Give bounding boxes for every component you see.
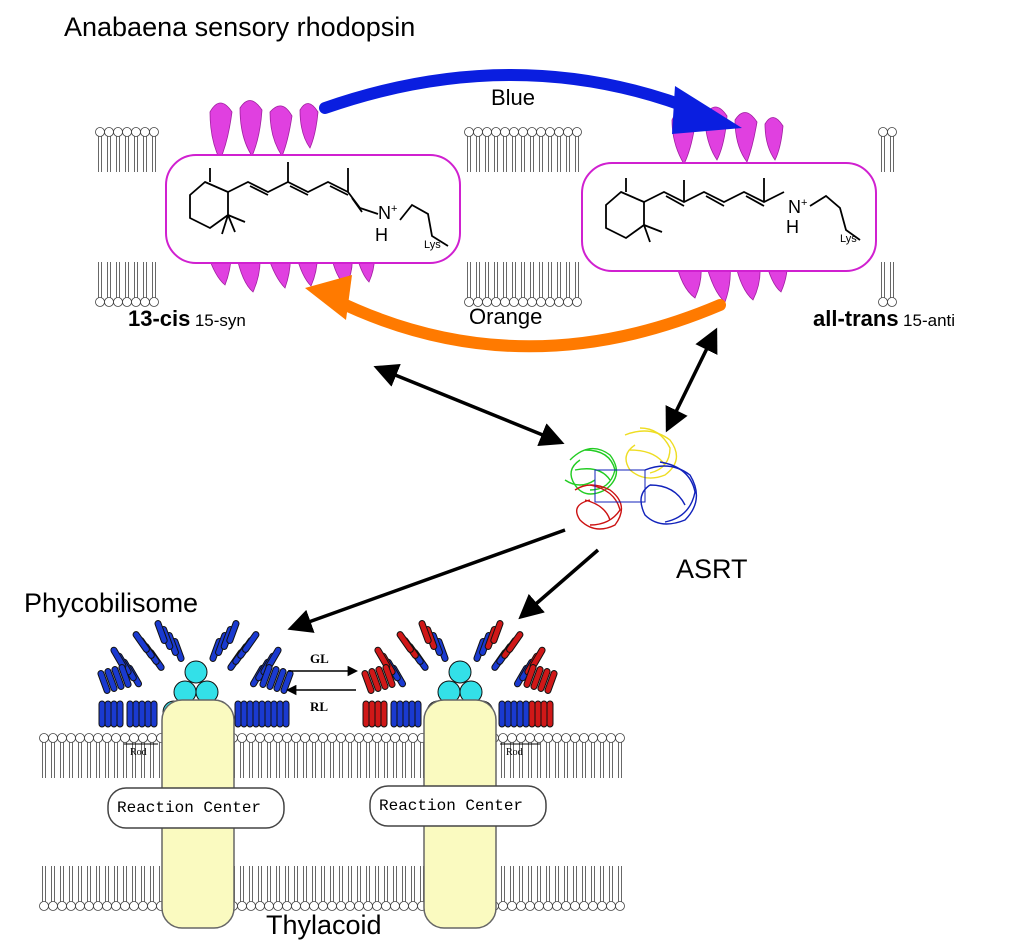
- arrow-asr-to-asrt-left: [373, 364, 565, 446]
- hydrogen-label-left: H: [375, 225, 388, 245]
- lys-label-left: Lys: [424, 239, 441, 251]
- arrow-asrt-to-phycobilisome-right: [518, 548, 600, 620]
- retinal-structure-all-trans: [605, 178, 861, 243]
- state-right-name: all-trans: [813, 306, 899, 331]
- rl-label: RL: [310, 699, 329, 714]
- state-left-detail: 15-syn: [194, 311, 246, 330]
- nitrogen-label-right: N+: [788, 197, 808, 217]
- blue-arrowhead: [672, 86, 742, 134]
- arrow-asrt-to-phycobilisome-left: [287, 528, 566, 633]
- state-label-left: 13-cis 15-syn: [128, 308, 246, 330]
- reaction-center-label-right: Reaction Center: [379, 797, 524, 815]
- state-right-detail: 15-anti: [903, 311, 956, 330]
- diagram-title: Anabaena sensory rhodopsin: [64, 12, 416, 42]
- retinal-box-13-cis: [165, 154, 461, 264]
- orange-light-label: Orange: [469, 304, 543, 329]
- reaction-center-label-box-left: [107, 787, 285, 829]
- rod-label-right: Rod: [506, 747, 523, 758]
- nitrogen-label-left: N+: [378, 203, 398, 223]
- thylakoid-label: Thylacoid: [266, 910, 382, 940]
- asrt-label: ASRT: [676, 554, 748, 584]
- orange-arrowhead: [305, 275, 352, 320]
- reaction-center-label-box-right: [369, 785, 547, 827]
- reaction-center-label-left: Reaction Center: [117, 799, 262, 817]
- orange-light-arrow: [329, 294, 726, 353]
- phycobilisome-right: [361, 620, 558, 728]
- blue-light-arrow: [319, 69, 706, 118]
- lys-label-right: Lys: [840, 233, 857, 245]
- state-left-name: 13-cis: [128, 306, 191, 331]
- retinal-structure-13-cis: [189, 162, 449, 247]
- rod-label-left: Rod: [130, 747, 147, 758]
- arrow-asr-to-asrt-right: [665, 327, 718, 433]
- retinal-box-all-trans: [581, 162, 877, 272]
- state-label-right: all-trans 15-anti: [813, 308, 955, 330]
- phycobilisome-label: Phycobilisome: [24, 588, 199, 618]
- gl-label: GL: [310, 651, 329, 666]
- hydrogen-label-right: H: [786, 217, 799, 237]
- blue-light-label: Blue: [491, 85, 536, 110]
- asrt-protein: [564, 427, 698, 530]
